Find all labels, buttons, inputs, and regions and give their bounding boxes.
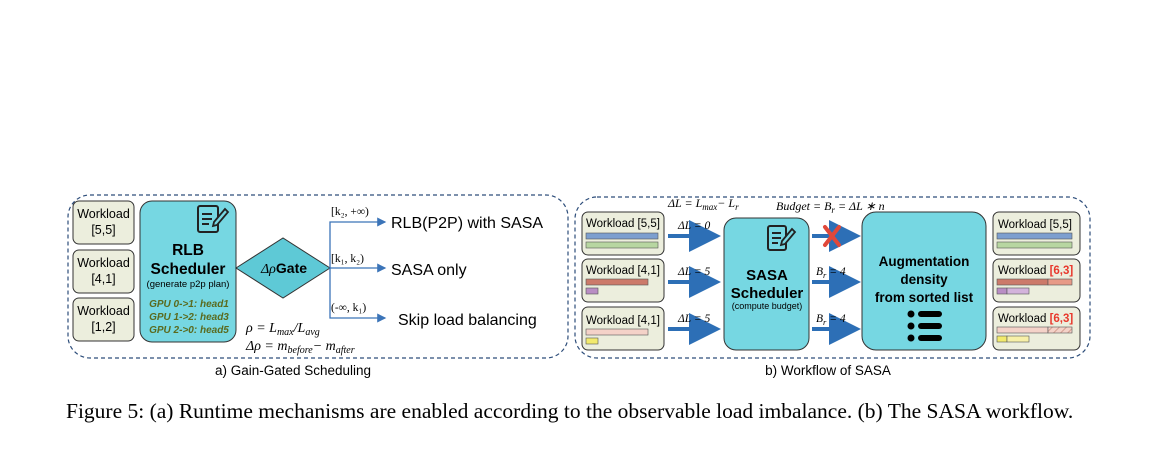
rlb-title-line: Scheduler <box>151 261 226 278</box>
bar-blue <box>996 232 1073 240</box>
cross-icon <box>823 225 841 247</box>
panel-a-frame <box>67 194 569 359</box>
aug-title-line: from sorted list <box>875 290 974 305</box>
bar-purple <box>996 287 1008 295</box>
workload-box-a-1: Workload [4,1] <box>72 249 135 294</box>
bar-purple <box>585 287 599 295</box>
gpu-plan-2: GPU 2->0: head5 <box>149 325 229 336</box>
workload-line: [5,5] <box>91 223 115 237</box>
augmentation-title: Augmentation density from sorted list <box>875 254 974 305</box>
outcome-0: RLB(P2P) with SASA <box>391 215 543 232</box>
gate-delta: Δρ <box>260 262 276 277</box>
output-workload-0-label: Workload [5,5] <box>998 219 1072 231</box>
rlb-scheduler-title: RLB Scheduler <box>151 242 226 278</box>
aug-title-line: density <box>900 272 948 287</box>
workload-box-a-0: Workload [5,5] <box>72 200 135 245</box>
rlb-title-line: RLB <box>172 242 204 259</box>
workload-box-a-2: Workload [1,2] <box>72 297 135 342</box>
output-workload-1: Workload [6,3] <box>992 258 1081 303</box>
output-workload-2-label: Workload [6,3] <box>998 313 1073 325</box>
dl-label-2: ΔL = 5 <box>677 313 710 325</box>
bar-green <box>585 241 659 249</box>
gate-branches <box>329 217 387 323</box>
augmentation-box <box>861 211 987 351</box>
bar-red <box>585 278 649 286</box>
workload-line: [1,2] <box>91 320 115 334</box>
gate-label: ΔρGate <box>260 260 307 277</box>
list-icon <box>907 310 942 342</box>
bar-pink <box>996 326 1049 334</box>
outcome-2: Skip load balancing <box>398 312 537 329</box>
output-workload-1-highlight: [6,3] <box>1050 265 1074 277</box>
gpu-plan-0: GPU 0->1: head1 <box>149 299 229 310</box>
outcome-1: SASA only <box>391 262 467 279</box>
input-workload-2-label: Workload [4,1] <box>586 315 660 327</box>
input-arrows <box>668 220 721 345</box>
bar-yellow-augment <box>1006 335 1030 343</box>
br-label-1: Br = 4 <box>816 313 846 327</box>
bar-purple-augment <box>1006 287 1030 295</box>
rlb-scheduler-sub: (generate p2p plan) <box>147 279 230 290</box>
workload-line: Workload <box>77 256 130 270</box>
sasa-scheduler-sub: (compute budget) <box>732 301 803 311</box>
workload-line: Workload <box>77 207 130 221</box>
workload-a-0-label: Workload [5,5] <box>77 207 130 237</box>
formula-rho: ρ = Lmax/Lavg <box>245 321 320 338</box>
bar-green <box>996 241 1073 249</box>
gpu-plan-1: GPU 1->2: head3 <box>149 312 229 323</box>
notepad-icon <box>767 225 797 251</box>
sasa-scheduler-box <box>723 217 810 351</box>
panel-b-label: b) Workflow of SASA <box>765 363 891 378</box>
formula-delta-l: ΔL = Lmax− Lr <box>667 196 739 212</box>
bar-pink <box>585 328 649 336</box>
panel-a-label: a) Gain-Gated Scheduling <box>215 363 371 378</box>
workload-a-1-label: Workload [4,1] <box>77 256 130 286</box>
bar-red-augment <box>1047 278 1073 286</box>
output-workload-2-text: Workload <box>998 313 1050 325</box>
output-workload-0: Workload [5,5] <box>992 211 1081 256</box>
input-workload-1-label: Workload [4,1] <box>586 265 660 277</box>
notepad-icon <box>197 205 230 233</box>
gate-word: Gate <box>276 260 307 276</box>
dl-label-0: ΔL = 0 <box>677 220 710 232</box>
output-workload-1-label: Workload [6,3] <box>998 265 1073 277</box>
formula-drho: Δρ = mbefore− mafter <box>245 339 355 356</box>
workload-line: Workload <box>77 304 130 318</box>
range-2: (-∞, k₁) <box>331 302 366 314</box>
workload-line: [4,1] <box>91 272 115 286</box>
output-workload-1-text: Workload <box>998 265 1050 277</box>
dl-label-1: ΔL = 5 <box>677 266 710 278</box>
output-workload-2: Workload [6,3] <box>992 306 1081 351</box>
figure-caption: Figure 5: (a) Runtime mechanisms are ena… <box>66 399 1074 423</box>
output-workload-2-highlight: [6,3] <box>1050 313 1074 325</box>
bar-blue <box>585 232 659 240</box>
bar-yellow <box>585 337 599 345</box>
bar-yellow <box>996 335 1008 343</box>
aug-title-line: Augmentation <box>879 254 970 269</box>
formula-budget: Budget = Br = ΔL ∗ n <box>776 199 885 215</box>
rlb-scheduler-box <box>139 200 237 343</box>
br-label-0: Br = 4 <box>816 266 846 280</box>
input-workload-1: Workload [4,1] <box>581 258 665 303</box>
panel-b-frame <box>574 196 1091 359</box>
input-workload-0: Workload [5,5] <box>581 211 665 256</box>
range-1: [k₁, k₂) <box>331 253 364 265</box>
sasa-title-line: SASA <box>746 267 788 284</box>
workload-a-2-label: Workload [1,2] <box>77 304 130 334</box>
input-workload-2: Workload [4,1] <box>581 306 665 351</box>
input-workload-0-label: Workload [5,5] <box>586 218 660 230</box>
bar-pink-augment <box>1047 326 1073 334</box>
sasa-title-line: Scheduler <box>731 285 804 302</box>
range-0: [k₂, +∞) <box>331 206 369 218</box>
bar-red <box>996 278 1049 286</box>
